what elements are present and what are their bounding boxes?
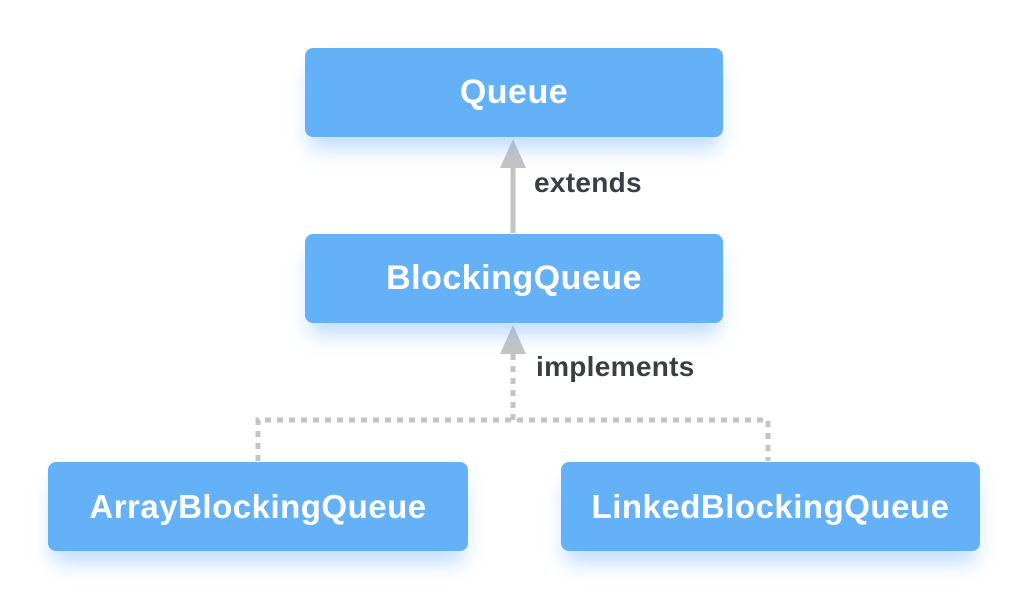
implements-edge-label: implements [536, 351, 695, 382]
node-blocking-queue-label: BlockingQueue [386, 259, 642, 297]
implements-arrowhead-icon [500, 325, 526, 354]
extends-arrow [500, 139, 526, 233]
extends-arrowhead-icon [500, 139, 526, 168]
node-array-blocking-queue-label: ArrayBlockingQueue [89, 487, 427, 525]
extends-edge-label: extends [534, 167, 642, 198]
node-blocking-queue: BlockingQueue [305, 234, 723, 323]
node-array-blocking-queue: ArrayBlockingQueue [48, 462, 468, 551]
node-queue: Queue [305, 48, 723, 137]
node-linked-blocking-queue: LinkedBlockingQueue [561, 462, 980, 551]
implements-branch-connector [255, 417, 771, 461]
node-queue-label: Queue [459, 73, 569, 111]
node-linked-blocking-queue-label: LinkedBlockingQueue [591, 487, 950, 525]
implements-arrow [500, 325, 526, 420]
